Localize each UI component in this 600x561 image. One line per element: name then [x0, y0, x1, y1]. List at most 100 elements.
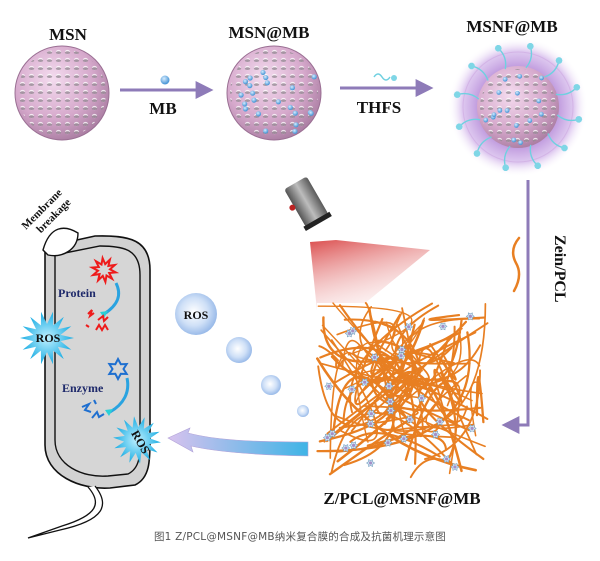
thfs-head [468, 62, 475, 70]
step1-reagent-label: MB [149, 99, 176, 118]
step3-arrow [501, 180, 530, 434]
thfs-head [502, 164, 510, 171]
stage-label-msnf-mb: MSNF@MB [466, 17, 557, 36]
ros-attack-arrow [167, 427, 309, 457]
msn-mb-sphere [226, 45, 322, 141]
protein-fragments-icon [85, 309, 109, 332]
fiber [349, 432, 441, 458]
nanoparticle-core [368, 422, 373, 426]
mb-dot [292, 128, 298, 134]
mb-dot [538, 111, 544, 117]
thfs-head [453, 91, 461, 98]
msn-sphere [14, 45, 110, 141]
fiber [318, 345, 339, 362]
mb-dot [238, 92, 244, 98]
mb-dot [496, 90, 502, 95]
bacterium [27, 227, 151, 539]
fiber [364, 302, 396, 432]
nanoparticle-core [453, 465, 457, 469]
mb-dot [251, 97, 257, 103]
mb-dot [293, 122, 299, 128]
mb-dot [264, 80, 270, 86]
thfs-molecule-icon [373, 73, 397, 81]
ros-burst-left: ROS [20, 311, 74, 365]
enzyme-label: Enzyme [62, 381, 104, 395]
nanoparticle-core [350, 387, 354, 391]
fiber [320, 361, 430, 385]
nanoparticle-core [351, 443, 356, 447]
mb-dot [497, 107, 503, 113]
nanoparticle-core [420, 396, 424, 400]
nanoparticle-core [388, 400, 392, 404]
nanoparticle-core [344, 446, 348, 450]
thfs-head [575, 116, 583, 123]
mb-dot [242, 106, 249, 112]
fiber [417, 382, 485, 461]
mb-dot [536, 98, 542, 104]
mb-dot [514, 90, 520, 96]
thfs-head [534, 162, 542, 169]
mb-dot [289, 85, 295, 91]
mb-dot [260, 69, 266, 76]
nanoparticle-core [408, 417, 412, 421]
ros-bubble [226, 337, 252, 363]
nanoparticle-core [389, 408, 393, 413]
fiber [393, 424, 456, 439]
enzyme-degrade-arrow [109, 377, 130, 414]
mb-dot [539, 75, 544, 81]
enzyme-intact-icon [107, 356, 129, 382]
protein-label: Protein [58, 286, 96, 300]
nanoparticle-core [363, 380, 367, 384]
stage-label-msn-mb: MSN@MB [229, 23, 310, 42]
mb-dot [518, 140, 523, 146]
mb-dot [250, 90, 256, 96]
mb-dot [308, 110, 314, 116]
nanoparticle-core [441, 324, 445, 328]
step2-reagent-label: THFS [357, 98, 401, 117]
thfs-head [473, 150, 481, 157]
mb-dot [255, 111, 262, 117]
mb-dot [311, 74, 317, 80]
mb-molecule-icon [160, 75, 170, 85]
nanoparticle-core [330, 432, 334, 436]
mb-dot [513, 123, 519, 128]
nanoparticle-core [399, 354, 403, 358]
membrane-label: Z/PCL@MSNF@MB [323, 489, 480, 508]
figure-caption: 图1 Z/PCL@MSNF@MB纳米复合膜的合成及抗菌机理示意图 [153, 531, 447, 543]
nanoparticle-core [444, 457, 449, 461]
mb-loaded-dots [238, 69, 317, 134]
zein-pcl-fiber-icon [511, 236, 521, 293]
protein-degrade-arrowhead [100, 311, 108, 318]
mb-dot [287, 104, 293, 111]
fiber [428, 314, 486, 321]
mb-dot [242, 101, 248, 107]
mb-dot [292, 110, 298, 116]
nanoparticle-core [372, 355, 377, 359]
enzyme-degrade-arrowhead [105, 409, 113, 416]
nanoparticle-core [438, 420, 442, 424]
mb-dot [242, 79, 249, 85]
fiber [349, 302, 434, 414]
fiber [387, 320, 468, 401]
thfs-head [561, 144, 568, 152]
mb-dot [275, 99, 282, 105]
thfs-head [555, 57, 563, 64]
fiber [385, 359, 481, 420]
nanoparticle-core [369, 412, 373, 416]
nanoparticle-core [402, 437, 406, 441]
protein-intact-icon [88, 254, 120, 286]
fiber [332, 375, 411, 434]
nanoparticle-core [347, 331, 351, 336]
fiber [475, 375, 485, 424]
nanoparticle-core [386, 441, 390, 445]
nanoparticle-core [433, 432, 438, 437]
fiber [336, 325, 456, 453]
thfs-head [494, 45, 502, 52]
lamp-icon [285, 177, 332, 232]
thfs-chains [453, 43, 583, 171]
mb-dot [504, 108, 510, 113]
mb-dot [502, 76, 508, 82]
membrane-breakage-notch [42, 227, 79, 257]
fiber [396, 331, 477, 383]
